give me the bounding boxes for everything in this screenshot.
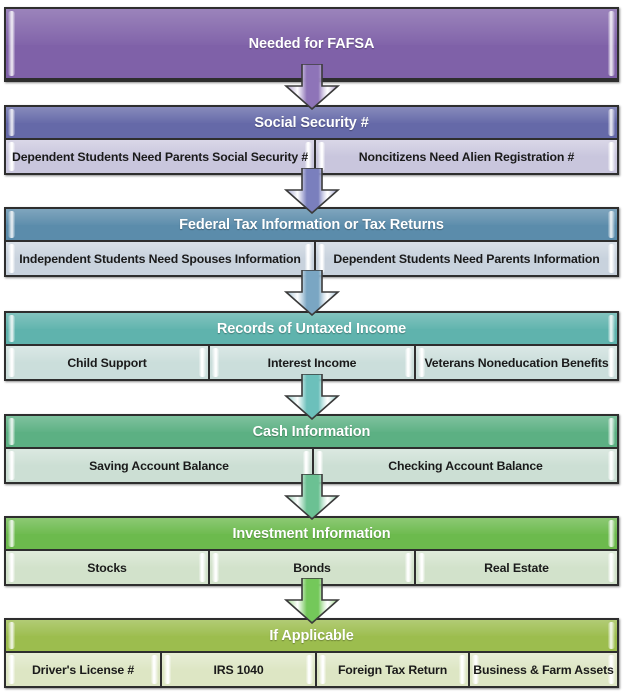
block-header-label: Records of Untaxed Income xyxy=(216,320,407,337)
block-header-label: Social Security # xyxy=(254,114,369,131)
subitem-gloss xyxy=(316,140,617,157)
subitem-label: Independent Students Need Spouses Inform… xyxy=(19,251,301,266)
subitem-label: Driver's License # xyxy=(31,662,135,677)
subitem-label: Dependent Students Need Parents Social S… xyxy=(11,149,309,164)
flow-arrow-6 xyxy=(283,578,341,624)
subitem-gloss xyxy=(317,653,468,670)
block-subrow-federal-tax-information: Independent Students Need Spouses Inform… xyxy=(6,242,617,275)
block-header-records-of-untaxed-income[interactable]: Records of Untaxed Income xyxy=(6,313,617,346)
block-header-label: Investment Information xyxy=(232,525,391,542)
subitem-if-applicable-2[interactable]: IRS 1040 xyxy=(162,653,317,686)
subitem-cash-information-2[interactable]: Checking Account Balance xyxy=(314,449,617,482)
block-header-label: If Applicable xyxy=(269,627,354,644)
subitem-gloss xyxy=(6,242,314,259)
block-header-federal-tax-information[interactable]: Federal Tax Information or Tax Returns xyxy=(6,209,617,242)
subitem-gloss xyxy=(6,449,312,466)
block-subrow-social-security: Dependent Students Need Parents Social S… xyxy=(6,140,617,173)
flow-arrow-4 xyxy=(283,374,341,420)
header-gloss xyxy=(6,209,617,226)
subitem-gloss xyxy=(314,449,617,466)
header-gloss xyxy=(6,9,617,45)
block-subrow-cash-information: Saving Account Balance Checking Account B… xyxy=(6,449,617,482)
subitem-investment-information-3[interactable]: Real Estate xyxy=(416,551,617,584)
subitem-gloss xyxy=(416,346,617,363)
header-gloss xyxy=(6,416,617,433)
subitem-cash-information-1[interactable]: Saving Account Balance xyxy=(6,449,314,482)
subitem-investment-information-1[interactable]: Stocks xyxy=(6,551,210,584)
flow-arrow-1 xyxy=(283,64,341,110)
subitem-gloss xyxy=(470,653,617,670)
block-header-social-security[interactable]: Social Security # xyxy=(6,107,617,140)
flow-arrow-5 xyxy=(283,474,341,520)
subitem-gloss xyxy=(6,346,208,363)
subitem-records-of-untaxed-income-2[interactable]: Interest Income xyxy=(210,346,416,379)
block-header-label: Cash Information xyxy=(252,423,371,440)
subitem-label: Checking Account Balance xyxy=(388,458,543,473)
subitem-label: Dependent Students Need Parents Informat… xyxy=(333,251,600,266)
subitem-gloss xyxy=(210,346,414,363)
subitem-gloss xyxy=(6,140,314,157)
subitem-if-applicable-4[interactable]: Business & Farm Assets xyxy=(470,653,617,686)
subitem-label: Noncitizens Need Alien Registration # xyxy=(358,149,575,164)
subitem-label: Child Support xyxy=(67,355,147,370)
header-gloss xyxy=(6,313,617,330)
subitem-label: Business & Farm Assets xyxy=(473,662,614,677)
header-gloss xyxy=(6,620,617,637)
header-gloss xyxy=(6,107,617,124)
subitem-social-security-2[interactable]: Noncitizens Need Alien Registration # xyxy=(316,140,617,173)
subitem-records-of-untaxed-income-1[interactable]: Child Support xyxy=(6,346,210,379)
block-header-label: Needed for FAFSA xyxy=(248,35,375,52)
subitem-label: IRS 1040 xyxy=(213,662,264,677)
subitem-gloss xyxy=(316,242,617,259)
subitem-if-applicable-3[interactable]: Foreign Tax Return xyxy=(317,653,470,686)
subitem-label: Veterans Noneducation Benefits xyxy=(424,355,609,370)
block-social-security: Social Security # Dependent Students Need… xyxy=(4,105,619,175)
subitem-records-of-untaxed-income-3[interactable]: Veterans Noneducation Benefits xyxy=(416,346,617,379)
block-header-investment-information[interactable]: Investment Information xyxy=(6,518,617,551)
subitem-label: Bonds xyxy=(293,560,331,575)
block-header-cash-information[interactable]: Cash Information xyxy=(6,416,617,449)
header-gloss xyxy=(6,518,617,535)
flow-arrow-3 xyxy=(283,270,341,316)
subitem-federal-tax-information-1[interactable]: Independent Students Need Spouses Inform… xyxy=(6,242,316,275)
subitem-label: Real Estate xyxy=(484,560,549,575)
subitem-federal-tax-information-2[interactable]: Dependent Students Need Parents Informat… xyxy=(316,242,617,275)
subitem-label: Saving Account Balance xyxy=(89,458,229,473)
subitem-label: Interest Income xyxy=(267,355,357,370)
subitem-gloss xyxy=(210,551,414,568)
subitem-social-security-1[interactable]: Dependent Students Need Parents Social S… xyxy=(6,140,316,173)
subitem-label: Stocks xyxy=(87,560,127,575)
subitem-gloss xyxy=(6,551,208,568)
block-subrow-if-applicable: Driver's License # IRS 1040 Foreign Tax Re… xyxy=(6,653,617,686)
subitem-gloss xyxy=(6,653,160,670)
subitem-gloss xyxy=(416,551,617,568)
subitem-if-applicable-1[interactable]: Driver's License # xyxy=(6,653,162,686)
subitem-label: Foreign Tax Return xyxy=(337,662,448,677)
block-header-if-applicable[interactable]: If Applicable xyxy=(6,620,617,653)
block-subrow-records-of-untaxed-income: Child Support Interest Income Veterans Non… xyxy=(6,346,617,379)
block-header-label: Federal Tax Information or Tax Returns xyxy=(179,216,444,233)
flow-arrow-2 xyxy=(283,168,341,214)
subitem-gloss xyxy=(162,653,315,670)
